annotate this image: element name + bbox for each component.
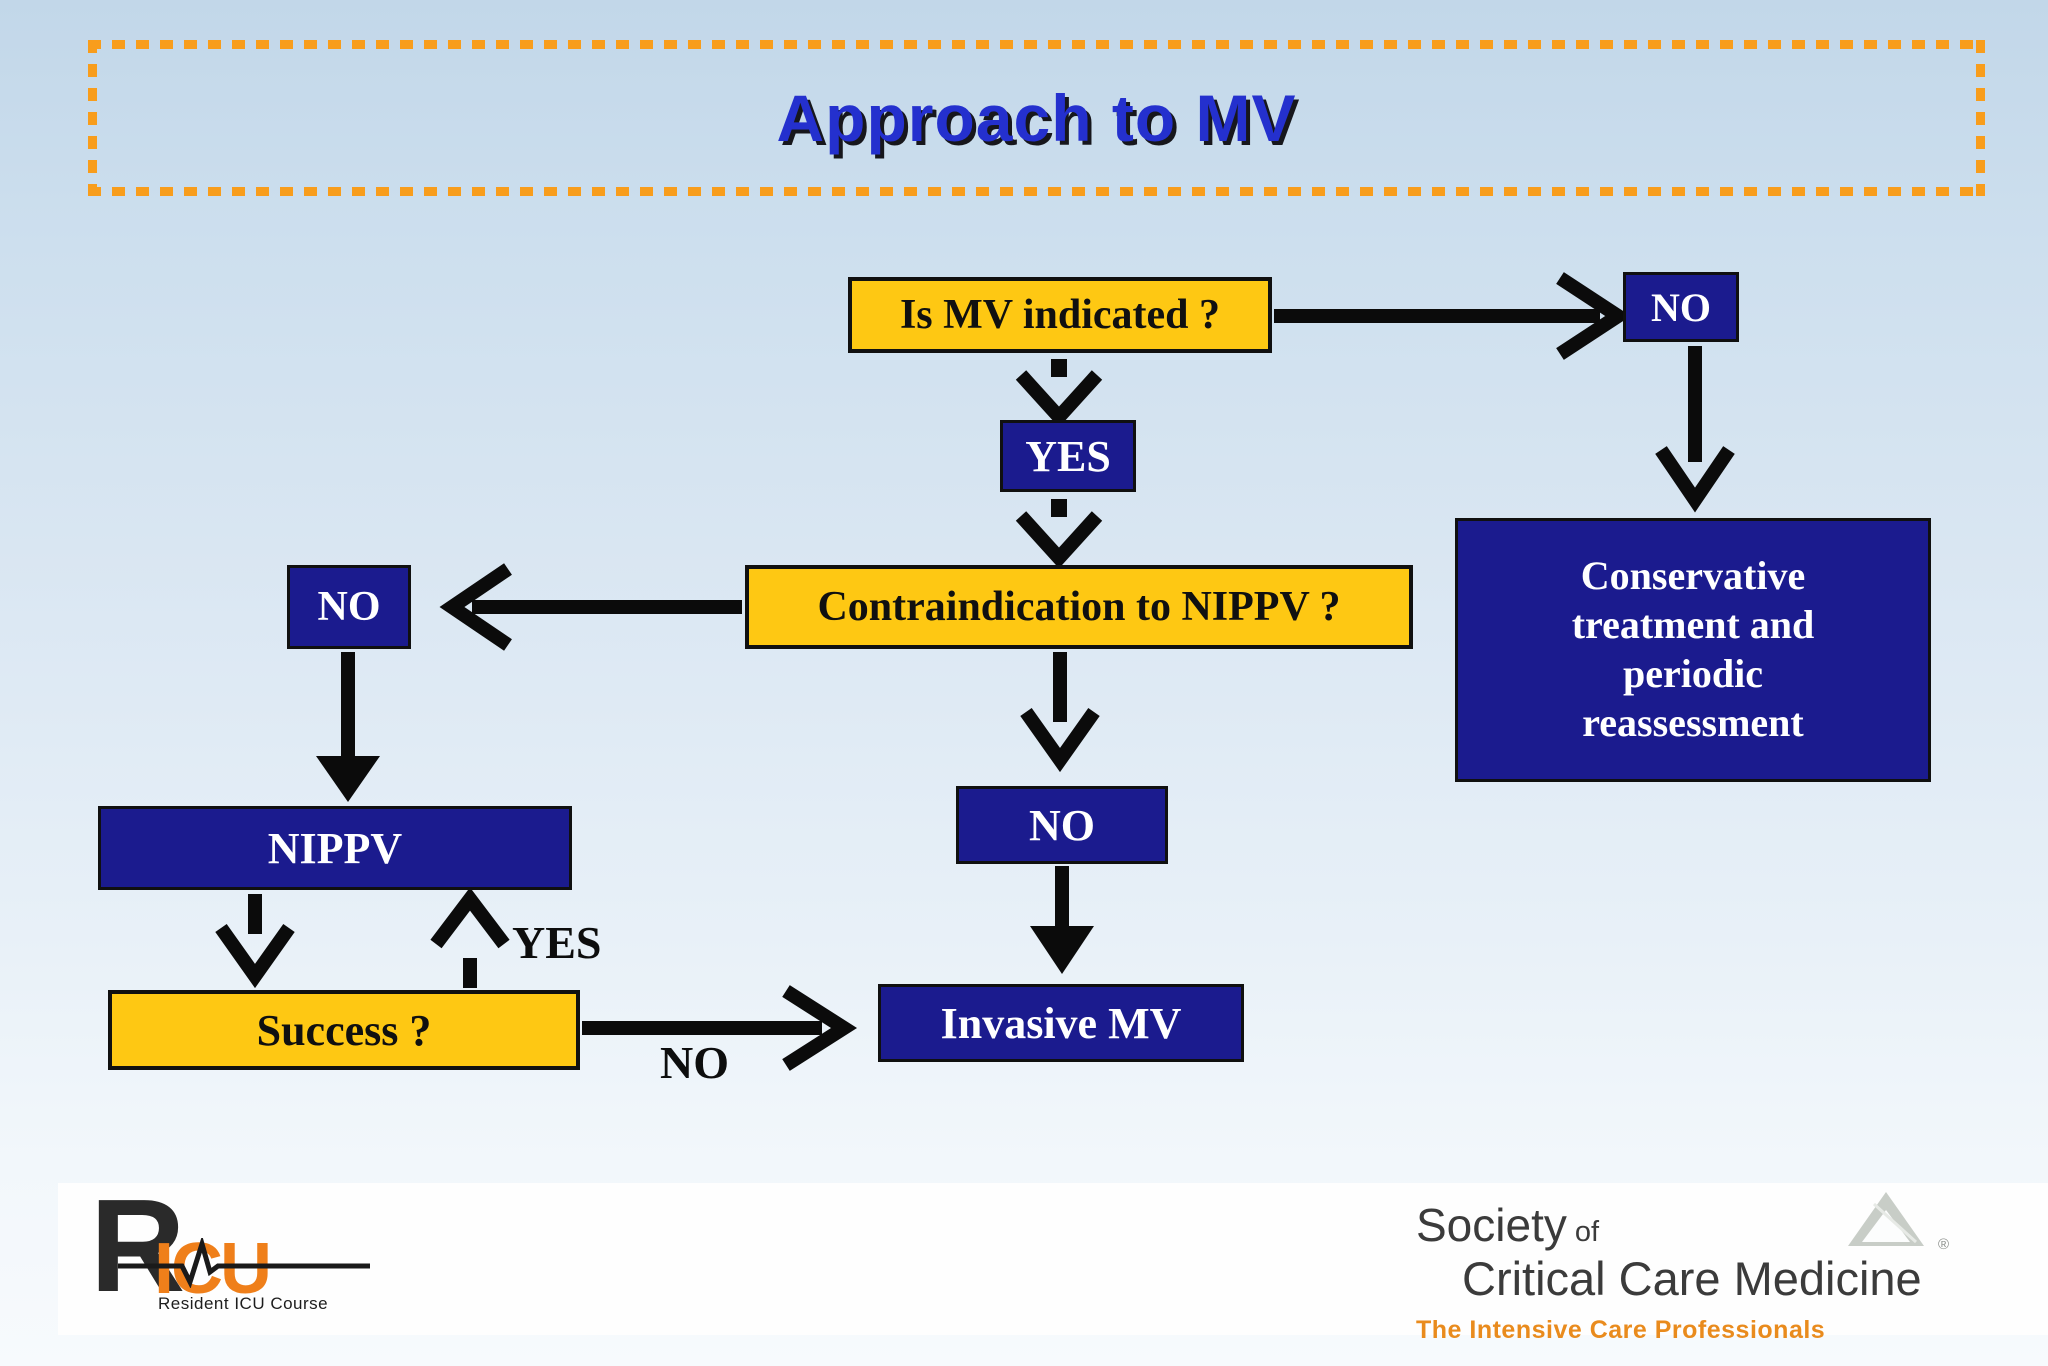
title-box: Approach to MV	[88, 40, 1985, 196]
arrow-nippv-to-success-down	[215, 894, 295, 989]
node-label-line: Conservative	[1580, 553, 1806, 599]
node-label: NO	[317, 584, 381, 630]
node-label: Success ?	[256, 1005, 432, 1055]
ricu-caption: Resident ICU Course	[158, 1294, 329, 1313]
node-label: NIPPV	[267, 823, 403, 873]
arrow-yes-to-contraindication-down	[1015, 499, 1103, 569]
sccm-triangle-icon	[1848, 1192, 1924, 1246]
registered-mark: ®	[1938, 1236, 1950, 1253]
node-label: Invasive MV	[940, 998, 1182, 1048]
node-label: Is MV indicated ?	[899, 292, 1221, 338]
arrow-contraindication-to-no-down	[1020, 652, 1100, 773]
ekg-line-icon	[118, 1238, 370, 1288]
ricu-logo: R ICU Resident ICU Course	[90, 1172, 430, 1334]
sccm-of: of	[1574, 1216, 1600, 1248]
node-label-line: periodic	[1623, 651, 1763, 696]
node-no-top-right: NO	[1623, 272, 1739, 342]
arrow-no-to-nippv-down	[316, 652, 380, 802]
node-contraindication-to-nippv: Contraindication to NIPPV ?	[745, 565, 1413, 649]
sccm-tagline: The Intensive Care Professionals	[1416, 1316, 1826, 1345]
arrow-success-to-nippv-up	[430, 887, 510, 988]
edge-label-no: NO	[660, 1037, 729, 1088]
node-conservative-treatment: Conservative treatment and periodic reas…	[1455, 518, 1931, 782]
node-nippv: NIPPV	[98, 806, 572, 890]
page-title: Approach to MV	[776, 81, 1297, 155]
node-no-middle: NO	[956, 786, 1168, 864]
node-label: Contraindication to NIPPV ?	[817, 584, 1341, 630]
node-no-left: NO	[287, 565, 411, 649]
sccm-society: Society	[1416, 1199, 1567, 1251]
node-label-line: reassessment	[1582, 699, 1804, 745]
arrow-no-to-conservative-down	[1655, 346, 1735, 513]
arrow-contraindication-to-no-left	[439, 563, 742, 651]
node-label-line: treatment and	[1571, 602, 1815, 648]
arrow-no-to-invasive-down	[1030, 866, 1094, 974]
sccm-line2: Critical Care Medicine	[1462, 1251, 1922, 1305]
arrow-ismv-to-no-right	[1274, 272, 1631, 360]
arrow-ismv-to-yes-down	[1015, 359, 1103, 428]
node-yes: YES	[1000, 420, 1136, 492]
node-invasive-mv: Invasive MV	[878, 984, 1244, 1062]
edge-label-yes: YES	[512, 917, 602, 968]
node-is-mv-indicated: Is MV indicated ?	[848, 277, 1272, 353]
node-label: NO	[1029, 800, 1095, 850]
arrow-success-to-invasive-right	[582, 985, 858, 1071]
node-label: YES	[1025, 431, 1111, 481]
ricu-r-letter: R	[90, 1172, 186, 1319]
footer-strip	[58, 1183, 2048, 1335]
node-success: Success ?	[108, 990, 580, 1070]
node-label: NO	[1651, 284, 1711, 330]
